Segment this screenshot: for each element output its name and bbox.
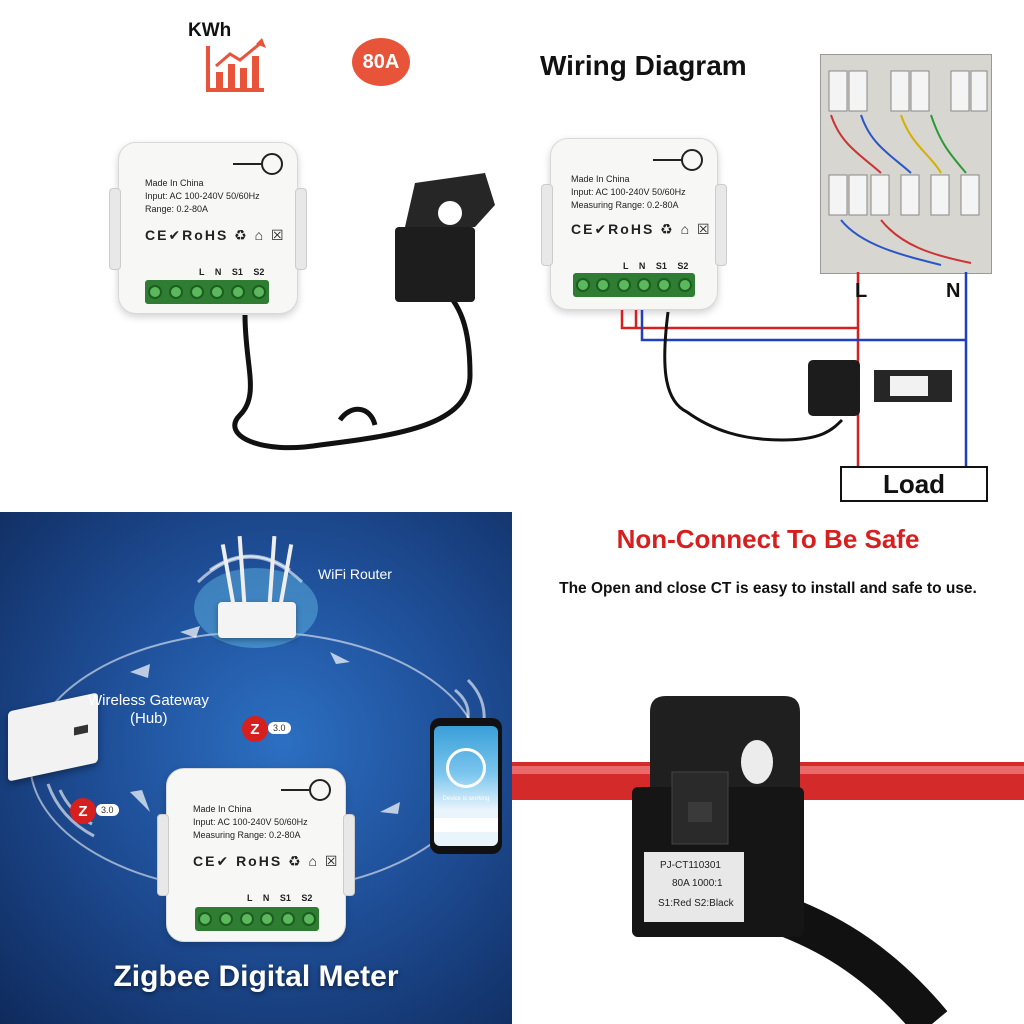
terminal-block — [195, 907, 319, 931]
meter-device: Made In China Input: AC 100-240V 50/60Hz… — [109, 142, 307, 314]
meter-made-in: Made In China — [571, 174, 630, 184]
load-box: Load — [840, 466, 988, 502]
terminal-block — [145, 280, 269, 304]
wiring-title: Wiring Diagram — [540, 50, 747, 81]
breaker-panel-photo — [820, 54, 992, 274]
meter-range: Measuring Range: 0.2-80A — [193, 830, 301, 840]
meter-range: Range: 0.2-80A — [145, 204, 209, 214]
reset-button-icon — [233, 153, 283, 175]
panel-product: KWh 80A Made In China Input: AC 100-240V… — [0, 0, 512, 512]
certification-marks: CE✔RoHS ♻ ⌂ ☒ — [571, 221, 712, 237]
ct-clamp-photo — [512, 696, 1024, 1024]
gateway-label: Wireless Gateway — [88, 692, 209, 709]
zigbee-version: 3.0 — [96, 804, 119, 816]
panel-wiring: Wiring Diagram Made In China Input: AC 1… — [512, 0, 1024, 512]
ct-clamp-icon — [808, 360, 860, 416]
gauge-icon — [446, 748, 486, 788]
reset-button-icon — [281, 779, 331, 801]
neutral-label: N — [946, 280, 961, 302]
amperage-badge: 80A — [352, 38, 410, 86]
safety-headline: Non-Connect To Be Safe — [616, 524, 920, 554]
ct-model: PJ-CT110301 — [660, 860, 721, 871]
wifi-router-icon — [218, 535, 296, 638]
kwh-label: KWh — [188, 20, 232, 41]
ct-clamp-illustration — [232, 173, 495, 451]
router-label: WiFi Router — [318, 566, 392, 582]
panel-safety: Non-Connect To Be Safe The Open and clos… — [512, 512, 1024, 1024]
safety-subline: The Open and close CT is easy to install… — [559, 580, 977, 597]
meter-input: Input: AC 100-240V 50/60Hz — [193, 817, 308, 827]
ct-wires: S1:Red S2:Black — [658, 898, 734, 909]
ct-rating: 80A 1000:1 — [672, 878, 723, 889]
meter-range: Measuring Range: 0.2-80A — [571, 200, 679, 210]
meter-made-in: Made In China — [145, 178, 204, 188]
certification-marks: CE✔RoHS ♻ ⌂ ☒ — [145, 227, 286, 243]
wiring-lines — [620, 272, 968, 466]
panel-network: WiFi Router Wireless Gateway (Hub) Z 3.0… — [0, 512, 512, 1024]
reset-button-icon — [653, 149, 703, 171]
energy-chart-icon — [206, 38, 266, 92]
meter-made-in: Made In China — [193, 804, 252, 814]
gateway-label-hub: (Hub) — [130, 710, 168, 727]
zigbee-version: 3.0 — [268, 722, 291, 734]
phone-status: Device is working — [442, 796, 490, 802]
terminal-labels: L N S1 S2 — [623, 261, 689, 271]
line-label: L — [855, 280, 868, 302]
smartphone: Device is working — [430, 718, 502, 854]
certification-marks: CE✔ RoHS ♻ ⌂ ☒ — [193, 853, 340, 869]
caption: Zigbee Digital Meter — [113, 960, 399, 993]
terminal-labels: L N S1 S2 — [199, 267, 265, 277]
zigbee-logo-icon: Z — [242, 716, 268, 742]
meter-input: Input: AC 100-240V 50/60Hz — [571, 187, 686, 197]
terminal-block — [573, 273, 695, 297]
wiring-meter-device: Made In China Input: AC 100-240V 50/60Hz… — [541, 138, 727, 310]
meter-input: Input: AC 100-240V 50/60Hz — [145, 191, 260, 201]
zigbee-meter-device: Made In China Input: AC 100-240V 50/60Hz… — [157, 768, 355, 942]
zigbee-logo-icon: Z — [70, 798, 96, 824]
terminal-labels: L N S1 S2 — [247, 893, 313, 903]
